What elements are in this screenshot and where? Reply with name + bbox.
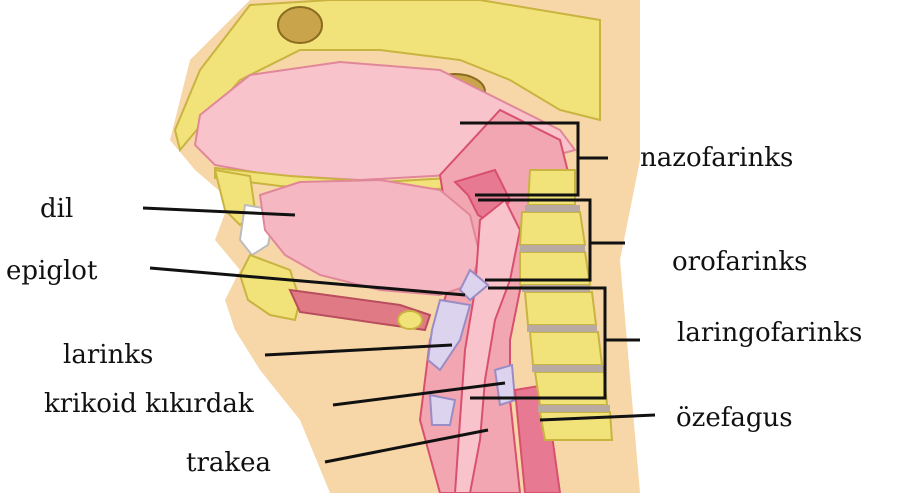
label-nazofarinks: nazofarinks: [640, 145, 793, 171]
label-krikoid: krikoid kıkırdak: [44, 391, 254, 417]
label-trakea: trakea: [186, 450, 271, 476]
hyoid-bone: [398, 311, 422, 329]
vertebra-c4: [525, 292, 596, 325]
vertebra-c5: [530, 332, 602, 365]
frontal-sinus: [278, 7, 322, 43]
vertebra-c2: [520, 212, 585, 245]
label-laringofarinks: laringofarinks: [677, 320, 862, 346]
label-orofarinks: orofarinks: [672, 249, 807, 275]
label-dil: dil: [40, 196, 73, 222]
label-epiglot: epiglot: [6, 258, 97, 284]
label-larinks: larinks: [63, 342, 153, 368]
vertebra-c6: [535, 372, 607, 405]
label-ozefagus: özefagus: [676, 405, 793, 431]
cricoid-cartilage: [430, 395, 455, 425]
